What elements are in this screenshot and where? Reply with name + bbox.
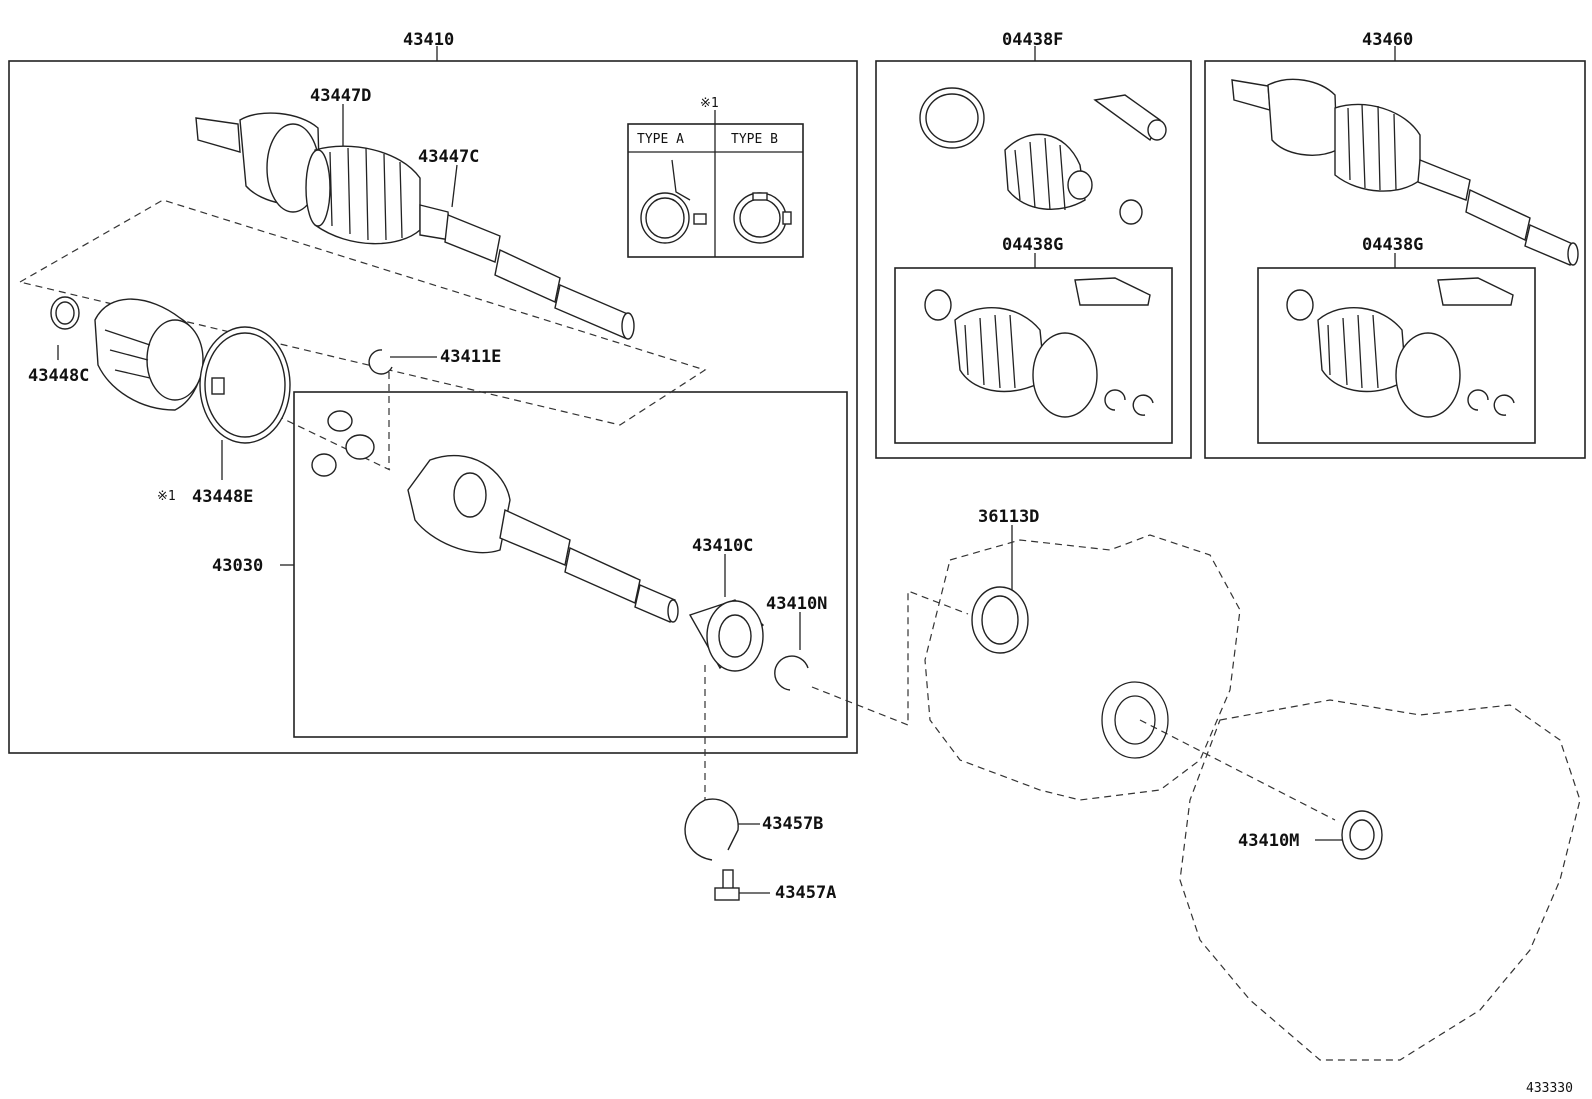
snap-ring-e-icon — [368, 349, 393, 375]
rh-drive-shaft-illustration — [1231, 78, 1579, 266]
label-04438f: 04438F — [1002, 30, 1063, 50]
label-43457b: 43457B — [762, 814, 823, 834]
label-43410c: 43410C — [692, 536, 753, 556]
label-43448e: 43448E — [192, 487, 253, 507]
label-43411e: 43411E — [440, 347, 501, 367]
label-43410n: 43410N — [766, 594, 827, 614]
label-04438g-left: 04438G — [1002, 235, 1063, 255]
boot-kit-f-frame — [875, 60, 1192, 459]
clamp-type-table: TYPE A TYPE B — [627, 123, 804, 258]
seal-m-icon — [1341, 810, 1383, 860]
boot-kit-g-right-frame — [1257, 267, 1536, 444]
label-43410: 43410 — [403, 30, 454, 50]
boot-kit-g-left-illustration — [924, 277, 1154, 418]
label-43460: 43460 — [1362, 30, 1413, 50]
label-43410m: 43410M — [1238, 831, 1299, 851]
clamp-type-b-icon — [733, 192, 792, 244]
outer-drive-shaft-illustration — [195, 112, 635, 340]
boot-group-outline — [18, 199, 707, 426]
label-04438g-right: 04438G — [1362, 235, 1423, 255]
inner-joint-illustration — [311, 410, 679, 623]
label-43030: 43030 — [212, 556, 263, 576]
note-mark-top: ※1 — [700, 96, 719, 111]
clamp-type-a-icon — [640, 159, 707, 244]
diagram-id: 433330 — [1526, 1081, 1573, 1096]
boot-kit-f-illustration — [919, 87, 1167, 225]
boot-kit-g-right-illustration — [1286, 277, 1515, 418]
label-43457a: 43457A — [775, 883, 836, 903]
transmission-housing-outline — [1179, 699, 1581, 1061]
note-mark-clamp: ※1 — [157, 489, 176, 504]
boot-kit-g-left-frame — [894, 267, 1173, 444]
type-b-label: TYPE B — [731, 132, 778, 147]
type-a-label: TYPE A — [637, 132, 684, 147]
bearing-c-icon — [688, 599, 765, 672]
snap-ring-n-icon — [774, 655, 809, 691]
transaxle-case-outline — [924, 534, 1241, 801]
inner-boot-illustration — [50, 296, 291, 444]
label-43447d: 43447D — [310, 86, 371, 106]
label-43447c: 43447C — [418, 147, 479, 167]
label-36113d: 36113D — [978, 507, 1039, 527]
bolt-icon — [714, 869, 740, 901]
main-assembly-frame — [8, 60, 858, 754]
label-43448c: 43448C — [28, 366, 89, 386]
hole-snap-ring-icon — [684, 798, 739, 861]
